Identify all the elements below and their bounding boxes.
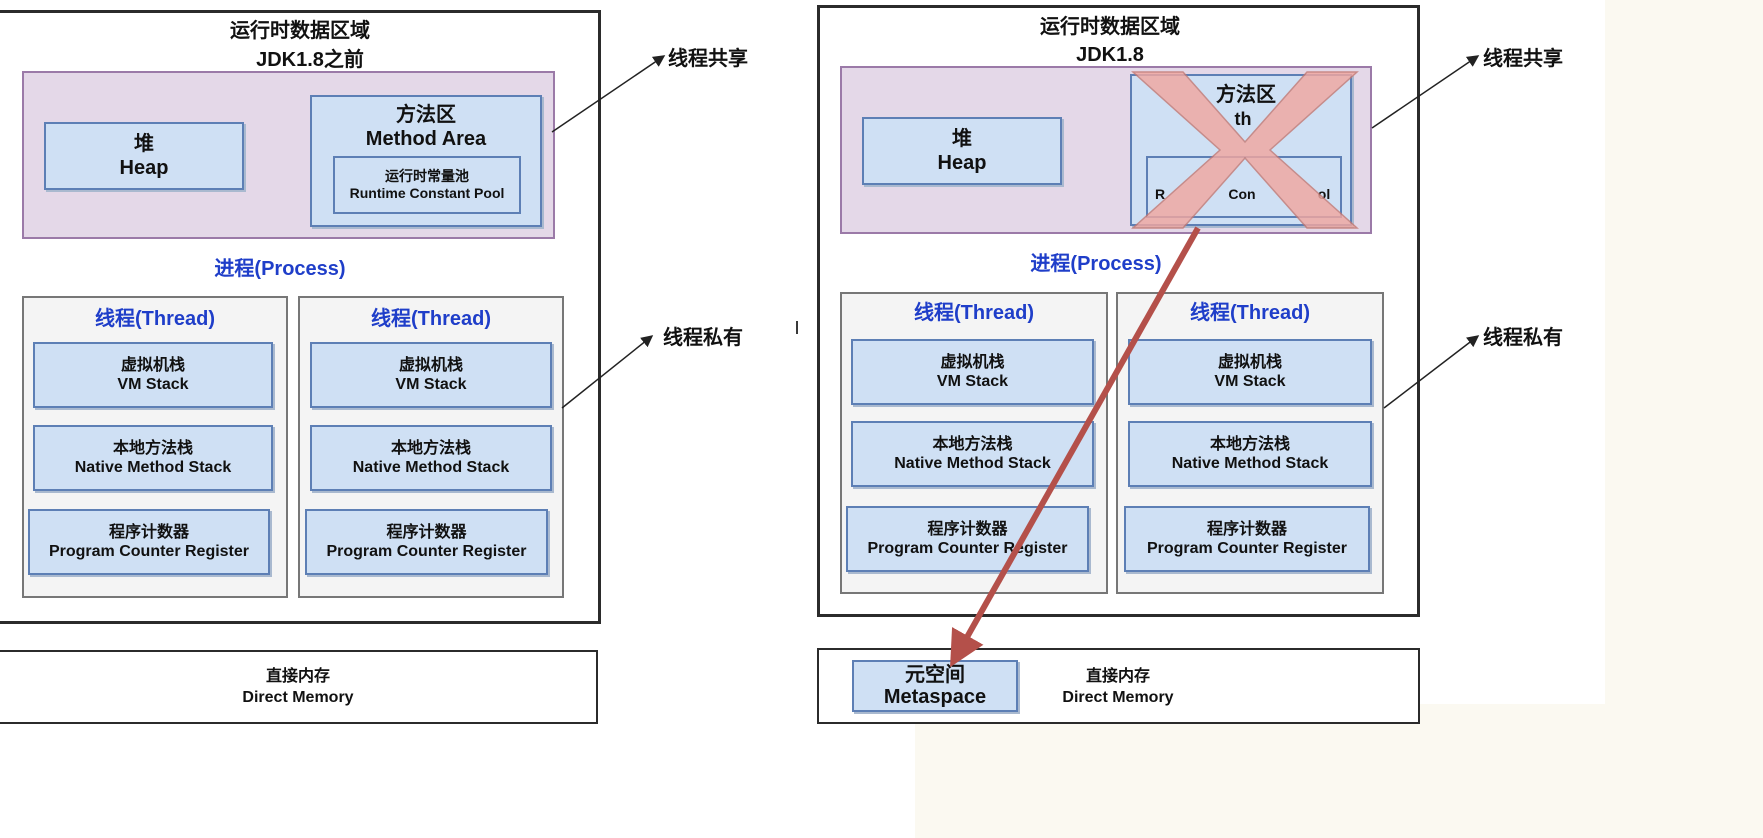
right-thread-2-pc: 程序计数器 Program Counter Register bbox=[1124, 506, 1370, 572]
vm-stack-cn: 虚拟机栈 bbox=[940, 353, 1005, 371]
left-constant-pool-cn: 运行时常量池 bbox=[385, 168, 469, 185]
right-thread-1-pc: 程序计数器 Program Counter Register bbox=[846, 506, 1089, 572]
right-direct-memory-en: Direct Memory bbox=[1062, 689, 1174, 706]
right-private-label: 线程私有 bbox=[1483, 327, 1563, 349]
pc-cn: 程序计数器 bbox=[1206, 520, 1287, 538]
left-direct-memory-cn: 直接内存 bbox=[265, 668, 330, 685]
left-shared-label: 线程共享 bbox=[668, 48, 748, 70]
vm-stack-cn: 虚拟机栈 bbox=[398, 356, 463, 374]
cross-mark bbox=[1131, 71, 1359, 229]
right-method-area-partial: 方法区 bbox=[1216, 84, 1276, 106]
native-stack-cn: 本地方法栈 bbox=[1209, 435, 1290, 453]
left-constant-pool-en: Runtime Constant Pool bbox=[349, 185, 505, 201]
left-process-label: 进程(Process) bbox=[214, 258, 346, 280]
left-subtitle: JDK1.8之前 bbox=[256, 49, 364, 71]
right-shared-arrow bbox=[1371, 55, 1480, 129]
right-thread-1-vm-stack: 虚拟机栈 VM Stack bbox=[851, 339, 1094, 405]
left-thread-2-pc: 程序计数器 Program Counter Register bbox=[305, 509, 548, 575]
left-private-label: 线程私有 bbox=[663, 327, 743, 349]
pc-en: Program Counter Register bbox=[1146, 540, 1348, 557]
right-thread-2-vm-stack: 虚拟机栈 VM Stack bbox=[1128, 339, 1372, 405]
left-constant-pool-box: 运行时常量池 Runtime Constant Pool bbox=[333, 156, 521, 214]
vm-stack-en: VM Stack bbox=[395, 376, 467, 393]
left-thread-1-native-stack: 本地方法栈 Native Method Stack bbox=[33, 425, 273, 491]
stray-mark: I bbox=[794, 318, 800, 338]
right-thread-2-title: 线程(Thread) bbox=[1190, 302, 1310, 324]
native-stack-en: Native Method Stack bbox=[1171, 455, 1329, 472]
left-direct-memory-en: Direct Memory bbox=[242, 689, 354, 706]
native-stack-en: Native Method Stack bbox=[894, 455, 1051, 472]
left-heap-box: 堆 Heap bbox=[44, 122, 244, 190]
left-private-arrow bbox=[561, 335, 654, 409]
right-constant-pool-mid: Con bbox=[1228, 186, 1256, 202]
right-thread-2-native-stack: 本地方法栈 Native Method Stack bbox=[1128, 421, 1372, 487]
metaspace-en: Metaspace bbox=[883, 686, 987, 708]
pc-cn: 程序计数器 bbox=[927, 520, 1008, 538]
right-heap-box: 堆 Heap bbox=[862, 117, 1062, 185]
left-title: 运行时数据区域 bbox=[230, 20, 370, 42]
left-thread-2-title: 线程(Thread) bbox=[371, 308, 491, 330]
left-thread-1-vm-stack: 虚拟机栈 VM Stack bbox=[33, 342, 273, 408]
right-direct-memory-cn: 直接内存 bbox=[1085, 668, 1150, 685]
pc-en: Program Counter Register bbox=[326, 543, 527, 560]
right-heap-cn: 堆 bbox=[952, 128, 972, 150]
right-subtitle: JDK1.8 bbox=[1076, 44, 1144, 66]
right-heap-en: Heap bbox=[937, 152, 987, 174]
right-private-arrow bbox=[1383, 335, 1480, 409]
vm-stack-en: VM Stack bbox=[1214, 373, 1286, 390]
vm-stack-cn: 虚拟机栈 bbox=[1217, 353, 1282, 371]
left-direct-memory-box bbox=[0, 650, 598, 724]
left-thread-1-title: 线程(Thread) bbox=[95, 308, 215, 330]
left-thread-1-pc: 程序计数器 Program Counter Register bbox=[28, 509, 270, 575]
right-method-area-en-partial: th bbox=[1234, 109, 1252, 129]
right-title: 运行时数据区域 bbox=[1040, 16, 1180, 38]
left-heap-cn: 堆 bbox=[134, 133, 154, 155]
pc-cn: 程序计数器 bbox=[386, 523, 467, 541]
native-stack-en: Native Method Stack bbox=[352, 459, 510, 476]
left-shared-arrow bbox=[551, 55, 666, 133]
native-stack-cn: 本地方法栈 bbox=[112, 439, 193, 457]
vm-stack-cn: 虚拟机栈 bbox=[120, 356, 185, 374]
migration-arrow bbox=[950, 226, 1201, 668]
left-method-area-cn: 方法区 bbox=[396, 104, 456, 126]
pc-en: Program Counter Register bbox=[48, 543, 250, 560]
left-method-area-en: Method Area bbox=[365, 128, 487, 150]
native-stack-en: Native Method Stack bbox=[74, 459, 232, 476]
left-thread-2-vm-stack: 虚拟机栈 VM Stack bbox=[310, 342, 552, 408]
vm-stack-en: VM Stack bbox=[117, 376, 189, 393]
native-stack-cn: 本地方法栈 bbox=[932, 435, 1013, 453]
pc-cn: 程序计数器 bbox=[108, 523, 189, 541]
background-strip-right bbox=[1605, 0, 1763, 838]
right-constant-pool-left: R bbox=[1154, 186, 1166, 202]
metaspace-box: 元空间 Metaspace bbox=[852, 660, 1018, 712]
background-strip-bottom bbox=[915, 704, 1605, 838]
vm-stack-en: VM Stack bbox=[936, 373, 1009, 390]
right-thread-1-native-stack: 本地方法栈 Native Method Stack bbox=[851, 421, 1094, 487]
left-heap-en: Heap bbox=[119, 157, 169, 179]
native-stack-cn: 本地方法栈 bbox=[390, 439, 471, 457]
right-shared-label: 线程共享 bbox=[1483, 48, 1563, 70]
right-process-label: 进程(Process) bbox=[1030, 253, 1162, 275]
left-thread-2-native-stack: 本地方法栈 Native Method Stack bbox=[310, 425, 552, 491]
metaspace-cn: 元空间 bbox=[905, 664, 965, 686]
right-thread-1-title: 线程(Thread) bbox=[914, 302, 1034, 324]
